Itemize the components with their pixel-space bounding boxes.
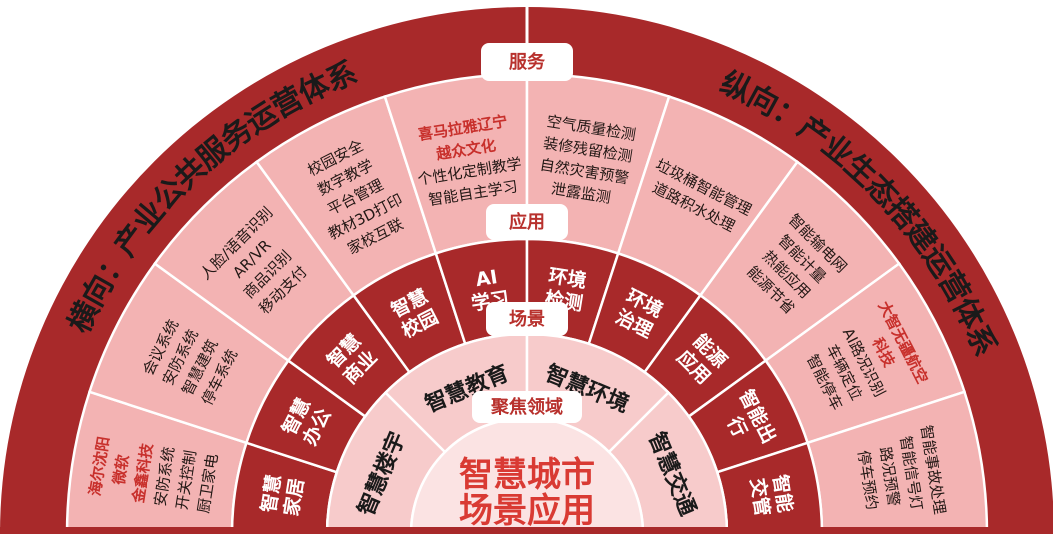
service-label: 服务 — [509, 51, 546, 73]
bottom-band — [0, 527, 1053, 534]
application-label: 智慧家居 — [257, 473, 308, 518]
focus-label: 聚焦领域 — [490, 396, 563, 418]
application-label-box-box — [486, 204, 568, 240]
application-label-box: 应用 — [509, 211, 545, 233]
center-title-line1: 智慧城市 — [459, 455, 595, 495]
scene-label-box-box — [486, 302, 568, 336]
scene-label-box: 场景 — [509, 309, 545, 330]
service-label-box — [481, 43, 573, 81]
outer-ring — [0, 7, 1053, 534]
service-items: 空气质量检测装修残留检测自然灾害预警泄露监测 — [535, 112, 637, 209]
application-label: 环境检测 — [543, 264, 588, 315]
application-label: 智能交管 — [746, 473, 797, 518]
focus-label-box — [472, 391, 582, 423]
partner-name: 微软 — [110, 453, 133, 486]
service-items: 人脸/语音识别AR/VR商品识别移动支付 — [196, 203, 323, 330]
center-title-line2: 场景应用 — [459, 491, 595, 531]
